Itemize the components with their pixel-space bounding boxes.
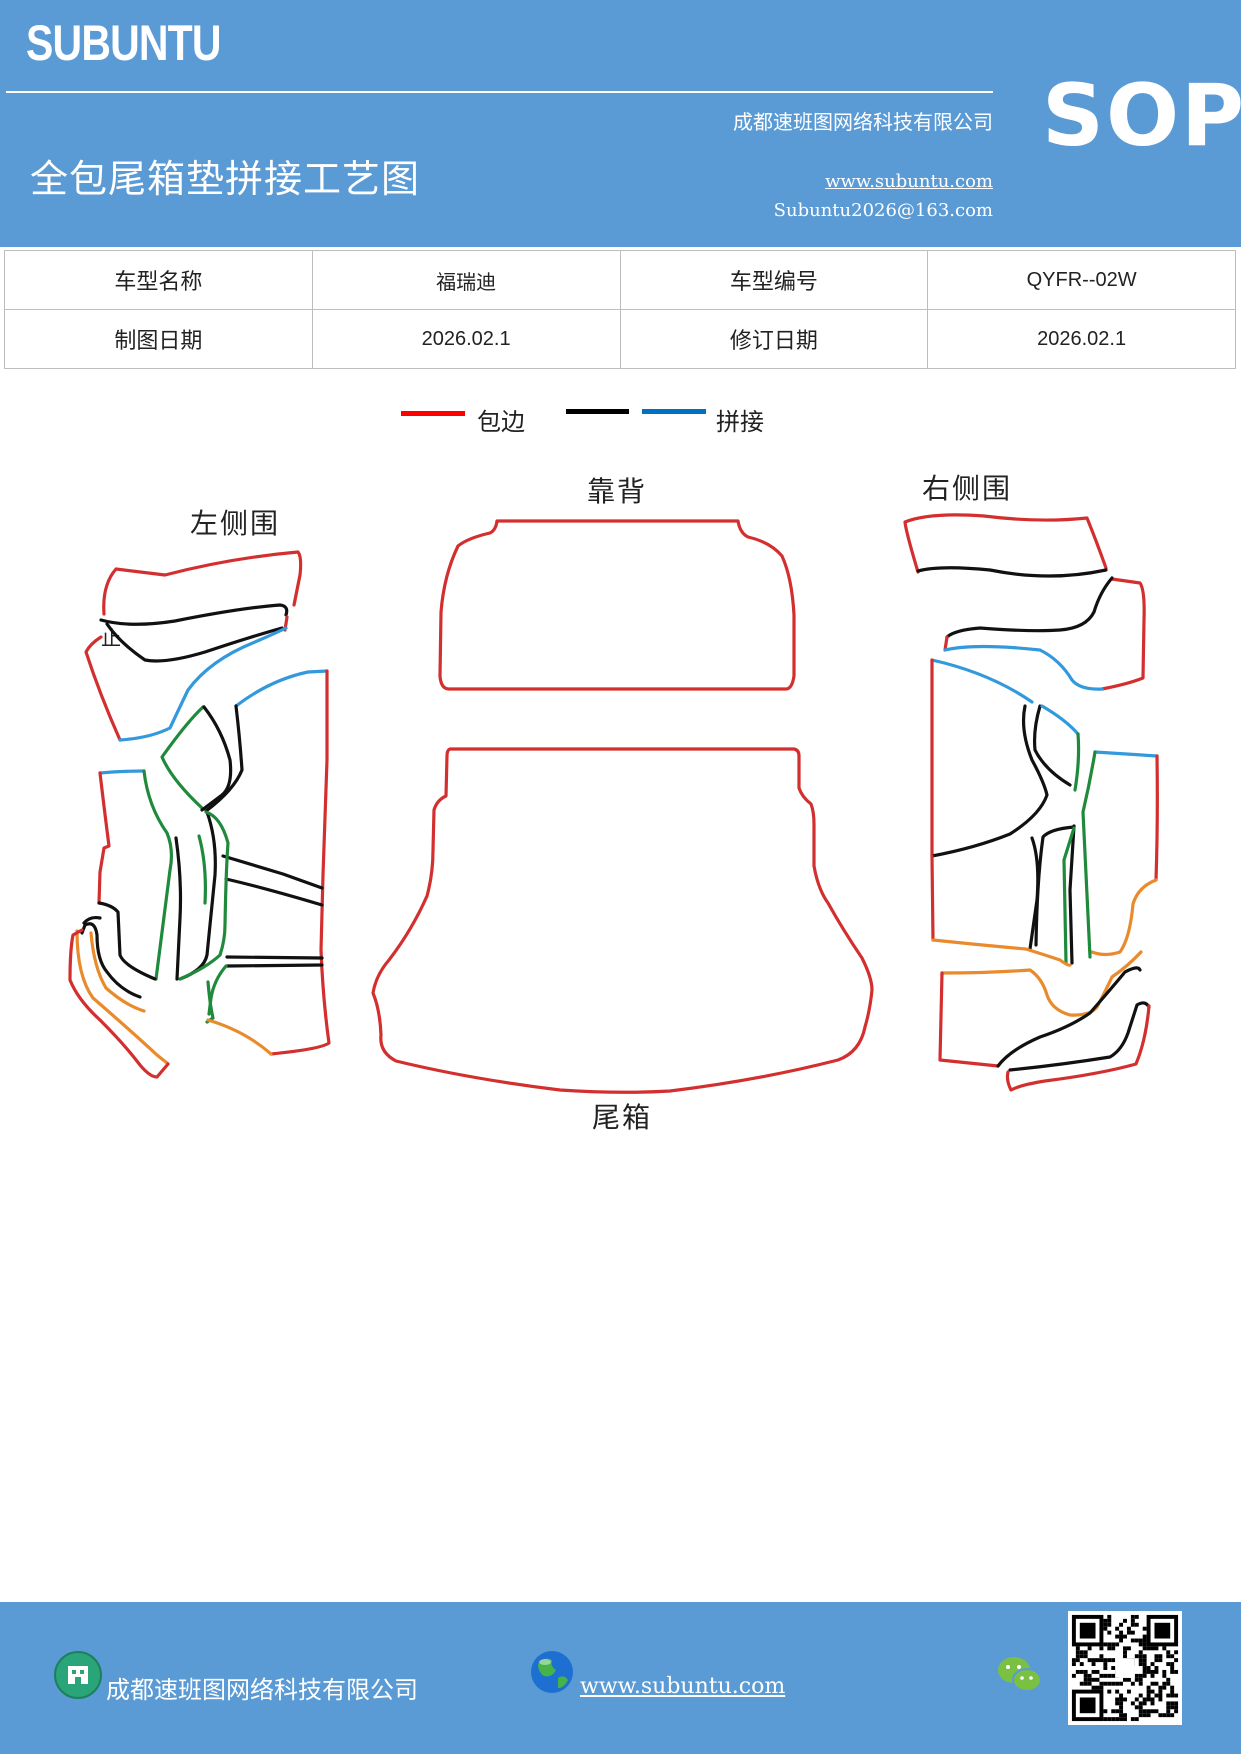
left-green-mid2	[178, 810, 230, 981]
label-model-code: 车型编号	[619, 250, 929, 310]
right-green-col	[1081, 750, 1097, 959]
trunk-piece	[371, 747, 874, 1094]
right-blue-mid	[1040, 704, 1080, 736]
right-seam-col3	[1034, 825, 1076, 947]
left-top-piece	[102, 550, 303, 616]
left-outer-edge	[68, 928, 170, 1079]
left-orange-bottom	[206, 1018, 273, 1056]
left-seam-right-a	[221, 854, 324, 890]
legend-label-join: 拼接	[716, 408, 764, 436]
value-drawing-date: 2026.02.1	[311, 309, 621, 369]
footer-company-name: 成都速班图网络科技有限公司	[106, 1676, 418, 1704]
label-trunk: 尾箱	[592, 1101, 653, 1134]
right-green-col2	[1062, 826, 1076, 965]
label-stop-mark: 止	[101, 626, 123, 650]
left-seam-hook2	[82, 915, 102, 925]
left-seam-bottom2	[225, 963, 324, 968]
footer-banner: 成都速班图网络科技有限公司 www.subuntu.com	[0, 1602, 1241, 1754]
legend-label-edge: 包边	[477, 408, 525, 436]
value-revision-date: 2026.02.1	[927, 309, 1236, 369]
left-seam-bottom	[225, 955, 324, 960]
globe-icon	[531, 1651, 573, 1693]
right-blue-left	[930, 658, 1034, 704]
left-orange-inner	[89, 931, 146, 1013]
table-row: 制图日期 2026.02.1 修订日期 2026.02.1	[4, 309, 1236, 369]
backrest-piece	[438, 519, 796, 691]
right-orange-low2	[940, 950, 1143, 1017]
legend-swatch-seam	[566, 409, 629, 414]
left-mid-seam	[200, 705, 233, 812]
right-lower-edge	[930, 854, 935, 942]
left-green-bottom	[207, 964, 228, 1016]
label-backrest: 靠背	[587, 475, 648, 508]
left-green-col2	[197, 834, 207, 905]
right-edge-far	[1154, 754, 1159, 882]
footer-website-link[interactable]: www.subuntu.com	[580, 1674, 786, 1699]
value-model-name: 福瑞迪	[311, 250, 621, 310]
left-blue-top	[118, 626, 288, 742]
right-mid-seam	[945, 576, 1114, 639]
right-orange-right	[1090, 878, 1158, 957]
right-green-mid	[1073, 732, 1081, 792]
right-top-piece	[903, 513, 1108, 574]
right-edge-bottom	[1005, 1004, 1151, 1092]
left-mid-green	[160, 705, 205, 810]
qr-code[interactable]	[1068, 1611, 1182, 1725]
building-icon	[54, 1651, 102, 1699]
label-right-side: 右侧围	[922, 472, 1013, 505]
vehicle-info-table: 车型名称 福瑞迪 车型编号 QYFR--02W 制图日期 2026.02.1 修…	[4, 250, 1236, 369]
value-model-code: QYFR--02W	[927, 250, 1236, 310]
company-name: 成都速班图网络科技有限公司	[733, 110, 993, 134]
right-blue-right	[1093, 750, 1159, 758]
left-upper-seam	[105, 622, 284, 663]
left-right-edge	[269, 669, 331, 1056]
right-blue-top	[943, 644, 1104, 691]
right-seam-bottom2	[1008, 1001, 1151, 1072]
website-link[interactable]: www.subuntu.com	[825, 171, 993, 192]
left-upper-edge	[84, 635, 122, 742]
right-seam-curve	[930, 704, 1049, 858]
left-green-lower	[142, 769, 174, 981]
sop-badge: SOP	[1042, 66, 1241, 166]
legend-swatch-join	[642, 409, 706, 414]
header-divider	[6, 91, 993, 93]
right-seam-col1	[1068, 824, 1076, 965]
email-address[interactable]: Subuntu2026@163.com	[773, 200, 993, 221]
label-revision-date: 修订日期	[619, 309, 929, 369]
left-seam-hook	[80, 922, 142, 999]
right-low-edge	[938, 971, 1000, 1068]
left-seam-right-b	[224, 877, 324, 907]
legend-swatch-edge	[401, 411, 465, 416]
table-row: 车型名称 福瑞迪 车型编号 QYFR--02W	[4, 250, 1236, 310]
right-mid-edge	[943, 635, 949, 652]
left-orange-outer	[75, 929, 169, 1065]
left-top-seam	[99, 603, 289, 626]
header-banner: SUBUNTU 成都速班图网络科技有限公司 全包尾箱垫拼接工艺图 www.sub…	[0, 0, 1241, 247]
left-seam-vertical	[204, 704, 244, 813]
right-top-seam	[916, 566, 1108, 578]
left-low-edge	[97, 771, 111, 905]
left-seam-lower	[97, 901, 157, 981]
mat-pattern-diagram	[68, 513, 1159, 1094]
label-left-side: 左侧围	[190, 507, 281, 540]
right-right-edge	[1100, 577, 1146, 691]
left-blue-low	[98, 769, 146, 775]
label-drawing-date: 制图日期	[4, 309, 313, 369]
wechat-icon	[998, 1657, 1042, 1692]
right-seam-bottom	[996, 966, 1142, 1068]
left-blue-right	[234, 669, 329, 708]
brand-logo: SUBUNTU	[26, 15, 222, 71]
legend: 包边 拼接	[0, 398, 1241, 438]
right-seam-inner	[1032, 704, 1072, 787]
label-model-name: 车型名称	[4, 250, 313, 310]
qr-code-graphic	[1068, 1611, 1182, 1725]
right-orange-lower	[931, 938, 1072, 967]
document-title: 全包尾箱垫拼接工艺图	[30, 157, 421, 201]
left-seam-col1	[174, 836, 183, 981]
